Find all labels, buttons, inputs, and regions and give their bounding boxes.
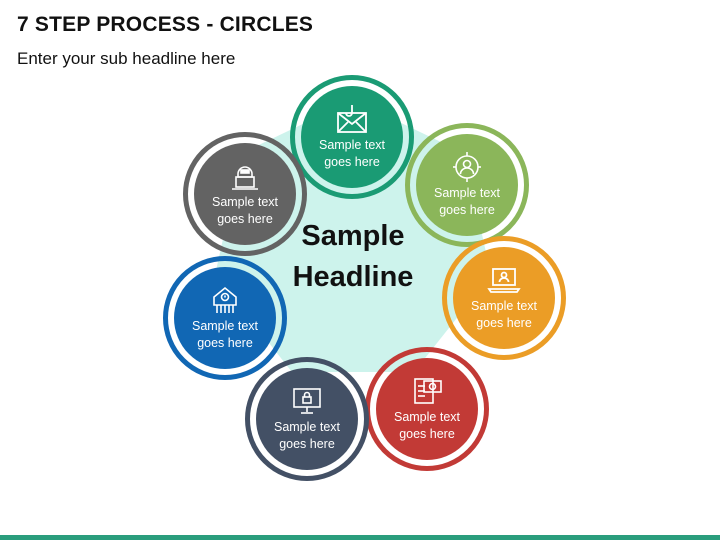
step-ring: [183, 132, 307, 256]
step-ring: [245, 357, 369, 481]
step-circle: Sample text goes here: [453, 247, 555, 349]
step-label: Sample text goes here: [393, 409, 460, 441]
step-1: Sample text goes here: [290, 75, 414, 199]
step-circle: Sample text goes here: [376, 358, 478, 460]
step-circle: Sample text goes here: [256, 368, 358, 470]
step-label: Sample text goes here: [211, 194, 278, 226]
laptop-user-icon: [487, 265, 521, 295]
step-ring: [442, 236, 566, 360]
step-ring: [290, 75, 414, 199]
step-ring: [163, 256, 287, 380]
step-label: Sample text goes here: [318, 137, 385, 169]
envelope-hook-icon: [335, 104, 369, 134]
step-circle: Sample text goes here: [174, 267, 276, 369]
step-4: Sample text goes here: [365, 347, 489, 471]
step-circle: Sample text goes here: [301, 86, 403, 188]
step-label: Sample text goes here: [433, 185, 500, 217]
step-7: Sample text goes here: [183, 132, 307, 256]
step-label: Sample text goes here: [273, 419, 340, 451]
step-circle: Sample text goes here: [416, 134, 518, 236]
email-alert-circuit-icon: [208, 285, 242, 315]
step-label: Sample text goes here: [470, 298, 537, 330]
step-2: Sample text goes here: [405, 123, 529, 247]
money-document-icon: [410, 376, 444, 406]
step-5: Sample text goes here: [245, 357, 369, 481]
step-label: Sample text goes here: [191, 318, 258, 350]
step-6: Sample text goes here: [163, 256, 287, 380]
slide-subtitle: Enter your sub headline here: [17, 49, 236, 68]
slide-title: 7 STEP PROCESS - CIRCLES: [17, 13, 314, 36]
step-3: Sample text goes here: [442, 236, 566, 360]
hacker-laptop-icon: [228, 161, 262, 191]
step-ring: [405, 123, 529, 247]
step-circle: Sample text goes here: [194, 143, 296, 245]
target-user-icon: [450, 151, 484, 182]
bottom-accent-bar: [0, 535, 720, 540]
monitor-lock-icon: [290, 386, 324, 416]
